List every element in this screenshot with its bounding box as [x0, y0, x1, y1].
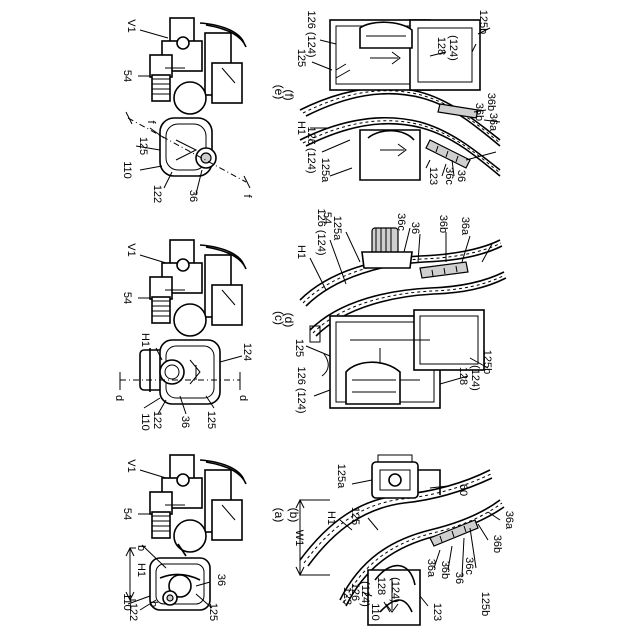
panel-f-reference-label: 125b [477, 10, 489, 34]
panel-a-reference-label: 36 [215, 574, 227, 586]
panel-e-reference-label: 125 [137, 137, 149, 155]
panel-b-reference-label: (124) [389, 577, 401, 603]
valve-body-a [150, 455, 246, 556]
panel-d-reference-label: 128 [457, 367, 469, 385]
panel-a-reference-label: 122 [127, 603, 139, 621]
panel-f-reference-label: 36a [487, 113, 499, 132]
panel-d-reference-label: 126 (124) [295, 366, 307, 413]
panel-f-reference-label: 126 (124) [305, 126, 317, 173]
panel-a-reference-label: 125 [207, 603, 219, 621]
panel-f-reference-label: 36c [443, 167, 455, 185]
panel-b-reference-label: 125a [335, 464, 347, 489]
panel-b-reference-label: 36c [463, 557, 475, 575]
panel-d-caption: (d) [282, 313, 296, 328]
panel-b-reference-label: 125 [349, 507, 361, 525]
panel-b-reference-label: 60 [457, 484, 469, 496]
panel-a-caption: (a) [272, 508, 286, 523]
panel-d-reference-label: 36b [437, 215, 449, 233]
panel-c-reference-label: 122 [151, 411, 163, 429]
panel-a-reference-label: b [147, 601, 159, 607]
panel-d-reference-label: H1 [295, 245, 307, 259]
panel-d-reference-label: (124) [469, 365, 481, 391]
panel-b-reference-label: 36a [503, 511, 515, 530]
panel-c-reference-label: 124 [241, 343, 253, 361]
section-line-b [126, 548, 136, 600]
panel-b-reference-label: 123 [431, 603, 443, 621]
panel-b-reference-label: 128 [375, 577, 387, 595]
panel-f-reference-label: 123 [427, 167, 439, 185]
panel-b-caption: (b) [287, 508, 301, 523]
panel-c-reference-label: V1 [125, 243, 137, 256]
panel-d-reference-label: 125 [293, 339, 305, 357]
panel-d-reference-label: 36c [395, 213, 407, 231]
panel-e-reference-label: 36 [187, 190, 199, 202]
valve-body-e [150, 18, 246, 114]
panel-c-reference-label: d [237, 395, 249, 401]
panel-f-reference-label: 36 [455, 170, 467, 182]
panel-b-reference-label: H1 [325, 511, 337, 525]
panel-b-reference-label: 110 [369, 603, 381, 621]
panel-d-reference-label: 36 [409, 222, 421, 234]
panel-b-reference-label: 36b [491, 535, 503, 553]
panel-e-reference-label: f [241, 194, 253, 198]
panel-e-reference-label: f [145, 120, 157, 124]
panel-a [126, 455, 246, 610]
clamp-60 [372, 455, 440, 498]
panel-e-reference-label: V1 [125, 19, 137, 32]
panel-f [300, 20, 500, 180]
panel-e-reference-label: 122 [151, 185, 163, 203]
panel-f-reference-label: (124) [447, 35, 459, 61]
panel-b-reference-label: 36a [425, 559, 437, 578]
panel-f-caption: (f) [282, 89, 296, 100]
bracket-e [160, 118, 216, 176]
panel-f-reference-label: 128 [435, 37, 447, 55]
panel-b-reference-label: 36b [439, 561, 451, 579]
panel-a-reference-label: b [135, 545, 147, 551]
panel-d-reference-label: 36a [459, 217, 471, 236]
panel-e-reference-label: 54 [121, 70, 133, 82]
panel-d-reference-label: 125a [331, 216, 343, 241]
valve-body-c [150, 240, 246, 336]
panel-b-reference-label: 125b [479, 592, 491, 616]
panel-f-reference-label: 36b [473, 103, 485, 121]
panel-c-reference-label: H1 [139, 333, 151, 347]
panel-c-reference-label: 110 [139, 413, 151, 431]
panel-f-reference-label: 125a [319, 158, 331, 183]
panel-a-reference-label: 54 [121, 508, 133, 520]
panel-d-reference-label: 126 (124) [315, 208, 327, 255]
panel-c-reference-label: 125 [205, 411, 217, 429]
panel-e-reference-label: 110 [121, 161, 133, 179]
panel-a-reference-label: V1 [125, 459, 137, 472]
panel-c-reference-label: 36 [179, 416, 191, 428]
bracket-c [160, 340, 220, 404]
panel-f-reference-label: 36b [485, 93, 497, 111]
panel-b-reference-label: W1 [293, 530, 305, 547]
panel-c-reference-label: 54 [121, 292, 133, 304]
panel-c-reference-label: d [113, 395, 125, 401]
panel-d-reference-label: 125b [481, 350, 493, 374]
panel-f-reference-label: 126 (124) [305, 10, 317, 57]
panel-a-reference-label: H1 [135, 563, 147, 577]
panel-e [126, 18, 250, 194]
panel-c [120, 240, 246, 414]
